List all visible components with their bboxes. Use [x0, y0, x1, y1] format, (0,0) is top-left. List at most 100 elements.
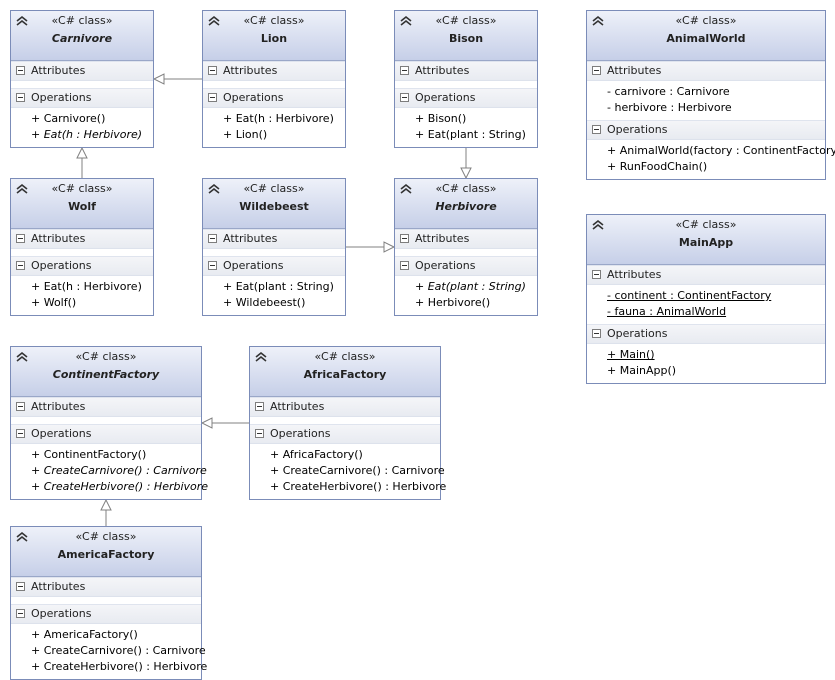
class-header: «C# class»MainApp [587, 215, 825, 265]
operations-compartment: Operations+ Eat(h : Herbivore)+ Wolf() [11, 256, 153, 315]
operations-label: Operations [607, 123, 668, 136]
operations-label: Operations [31, 607, 92, 620]
operations-label: Operations [223, 91, 284, 104]
attributes-list [250, 417, 440, 424]
operations-toggle-icon[interactable] [592, 329, 601, 338]
operations-toggle-icon[interactable] [16, 93, 25, 102]
attributes-list: - continent : ContinentFactory- fauna : … [587, 285, 825, 324]
attributes-toggle-icon[interactable] [592, 66, 601, 75]
class-header: «C# class»Bison [395, 11, 537, 61]
attributes-toggle-icon[interactable] [400, 66, 409, 75]
attributes-label: Attributes [31, 400, 86, 413]
operations-compartment-header: Operations [203, 257, 345, 276]
operations-toggle-icon[interactable] [16, 261, 25, 270]
collapse-chevron-icon[interactable] [15, 15, 29, 27]
operation-item: + Lion() [223, 128, 268, 141]
collapse-chevron-icon[interactable] [591, 15, 605, 27]
collapse-chevron-icon[interactable] [15, 531, 29, 543]
operations-toggle-icon[interactable] [16, 609, 25, 618]
attributes-toggle-icon[interactable] [400, 234, 409, 243]
operations-label: Operations [31, 259, 92, 272]
collapse-chevron-icon[interactable] [15, 351, 29, 363]
operations-toggle-icon[interactable] [16, 429, 25, 438]
operation-item: + Eat(plant : String) [415, 128, 526, 141]
attributes-compartment-header: Attributes [395, 230, 537, 249]
collapse-chevron-icon[interactable] [15, 183, 29, 195]
operation-item: + CreateCarnivore() : Carnivore [31, 464, 207, 477]
operations-label: Operations [415, 259, 476, 272]
operations-compartment: Operations+ Eat(plant : String)+ Herbivo… [395, 256, 537, 315]
operation-item: + Carnivore() [31, 112, 106, 125]
attributes-label: Attributes [415, 64, 470, 77]
operation-item: + Eat(h : Herbivore) [31, 280, 142, 293]
operation-item: + Herbivore() [415, 296, 491, 309]
class-name: AnimalWorld [666, 32, 746, 45]
stereotype-label: «C# class» [435, 182, 497, 195]
attributes-toggle-icon[interactable] [16, 66, 25, 75]
operations-toggle-icon[interactable] [208, 261, 217, 270]
collapse-chevron-icon[interactable] [399, 15, 413, 27]
operation-item: + AnimalWorld(factory : ContinentFactory… [607, 144, 835, 157]
operations-label: Operations [415, 91, 476, 104]
class-name: ContinentFactory [52, 368, 160, 381]
attributes-toggle-icon[interactable] [16, 582, 25, 591]
class-header: «C# class»Lion [203, 11, 345, 61]
inheritance-arrowhead-icon [76, 146, 88, 159]
operations-compartment-header: Operations [395, 89, 537, 108]
attributes-toggle-icon[interactable] [16, 402, 25, 411]
operation-item: + AmericaFactory() [31, 628, 138, 641]
operations-compartment-header: Operations [11, 89, 153, 108]
operations-toggle-icon[interactable] [592, 125, 601, 134]
operations-label: Operations [270, 427, 331, 440]
collapse-chevron-icon[interactable] [399, 183, 413, 195]
operations-list: + Eat(plant : String)+ Wildebeest() [203, 276, 345, 315]
operations-toggle-icon[interactable] [400, 261, 409, 270]
class-name: Herbivore [435, 200, 497, 213]
attribute-item: - fauna : AnimalWorld [607, 305, 727, 318]
class-header: «C# class»Wolf [11, 179, 153, 229]
attributes-toggle-icon[interactable] [208, 234, 217, 243]
collapse-chevron-icon[interactable] [207, 15, 221, 27]
attributes-toggle-icon[interactable] [208, 66, 217, 75]
collapse-chevron-icon[interactable] [591, 219, 605, 231]
attributes-label: Attributes [31, 64, 86, 77]
class-name: Bison [448, 32, 484, 45]
attributes-toggle-icon[interactable] [255, 402, 264, 411]
operation-item: + Eat(h : Herbivore) [223, 112, 334, 125]
attributes-list: - carnivore : Carnivore- herbivore : Her… [587, 81, 825, 120]
operations-label: Operations [31, 91, 92, 104]
operations-list: + Bison()+ Eat(plant : String) [395, 108, 537, 147]
attributes-list [203, 81, 345, 88]
attributes-label: Attributes [607, 64, 662, 77]
class-header: «C# class»AmericaFactory [11, 527, 201, 577]
operations-list: + Eat(h : Herbivore) + Lion() [203, 108, 345, 147]
collapse-chevron-icon[interactable] [254, 351, 268, 363]
class-header: «C# class»AnimalWorld [587, 11, 825, 61]
inheritance-arrowhead-icon [100, 498, 112, 511]
attributes-toggle-icon[interactable] [16, 234, 25, 243]
attributes-compartment-header: Attributes [203, 230, 345, 249]
operations-toggle-icon[interactable] [255, 429, 264, 438]
attributes-compartment: Attributes [11, 397, 201, 424]
operations-toggle-icon[interactable] [400, 93, 409, 102]
attributes-toggle-icon[interactable] [592, 270, 601, 279]
attributes-compartment-header: Attributes [587, 62, 825, 81]
operation-item: + CreateHerbivore() : Herbivore [31, 660, 208, 673]
attributes-compartment: Attributes [11, 577, 201, 604]
attributes-list [395, 249, 537, 256]
attributes-compartment: Attributes [250, 397, 440, 424]
operations-toggle-icon[interactable] [208, 93, 217, 102]
operation-item: + Eat(h : Herbivore) [31, 128, 143, 141]
collapse-chevron-icon[interactable] [207, 183, 221, 195]
